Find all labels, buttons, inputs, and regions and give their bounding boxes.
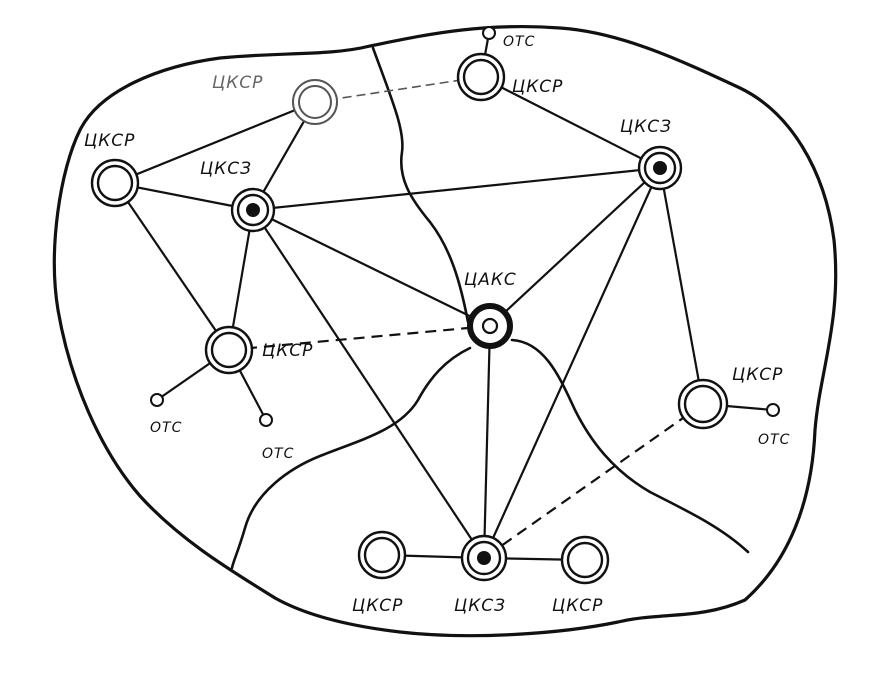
- label-ckcp-west: ЦКСР: [84, 131, 135, 151]
- node-ckc3-west: [230, 187, 276, 233]
- link-ckc3-west-cakc: [252, 209, 491, 327]
- label-ckcp-east: ЦКСР: [732, 365, 783, 385]
- label-ckc3-south: ЦКСЗ: [454, 596, 506, 616]
- link-ckc3-east-ckcp-east: [658, 167, 705, 405]
- label-cakc: ЦАКС: [464, 270, 517, 290]
- link-ckc3-east-cakc: [489, 167, 661, 327]
- node-ckcp-west: [90, 158, 140, 208]
- region-border: [52, 24, 838, 638]
- link-ckcp-ne-ckc3-east: [480, 76, 661, 169]
- node-otc-right: [259, 413, 273, 427]
- label-otc-top: ОТС: [503, 34, 535, 50]
- node-ckcp-top: [292, 79, 338, 125]
- link-ckc3-east-ckc3-south: [482, 167, 662, 559]
- link-ckcp-west-ckcp-top: [114, 100, 316, 185]
- link-cakc-ckcp-mid: [228, 324, 491, 352]
- node-ckcp-se: [560, 535, 610, 585]
- link-ckcp-east-ckc3-south: [483, 403, 704, 559]
- label-ckcp-mid: ЦКСР: [262, 341, 313, 361]
- node-ckc3-south: [460, 534, 508, 582]
- node-otc-left: [150, 393, 164, 407]
- label-ckcp-ne: ЦКСР: [512, 77, 563, 97]
- node-ckcp-ne: [456, 52, 506, 102]
- node-ckcp-mid: [204, 325, 254, 375]
- link-ckc3-west-ckc3-east: [252, 166, 661, 212]
- node-ckcp-sw: [357, 530, 407, 580]
- label-ckcp-sw: ЦКСР: [352, 596, 403, 616]
- node-cakc: [467, 303, 513, 349]
- node-otc-top: [482, 26, 496, 40]
- zone-boundary-left: [230, 346, 472, 570]
- label-otc-east: ОТС: [758, 432, 790, 448]
- link-cakc-ckc3-south: [482, 325, 492, 559]
- link-ckcp-top-ckcp-ne: [314, 76, 482, 103]
- link-ckc3-west-ckc3-south: [252, 209, 485, 559]
- label-otc-left: ОТС: [150, 420, 182, 436]
- node-ckcp-east: [677, 378, 729, 430]
- link-ckcp-west-ckcp-mid: [114, 182, 230, 351]
- node-otc-east: [766, 403, 780, 417]
- node-ckc3-east: [637, 145, 683, 191]
- label-ckc3-east: ЦКСЗ: [620, 117, 672, 137]
- zone-boundary-top: [371, 46, 470, 324]
- label-ckcp-top: ЦКСР: [212, 73, 263, 93]
- label-otc-right: ОТС: [262, 446, 294, 462]
- label-ckcp-se: ЦКСР: [552, 596, 603, 616]
- label-ckc3-west: ЦКСЗ: [200, 159, 252, 179]
- zone-boundary-right: [510, 338, 750, 554]
